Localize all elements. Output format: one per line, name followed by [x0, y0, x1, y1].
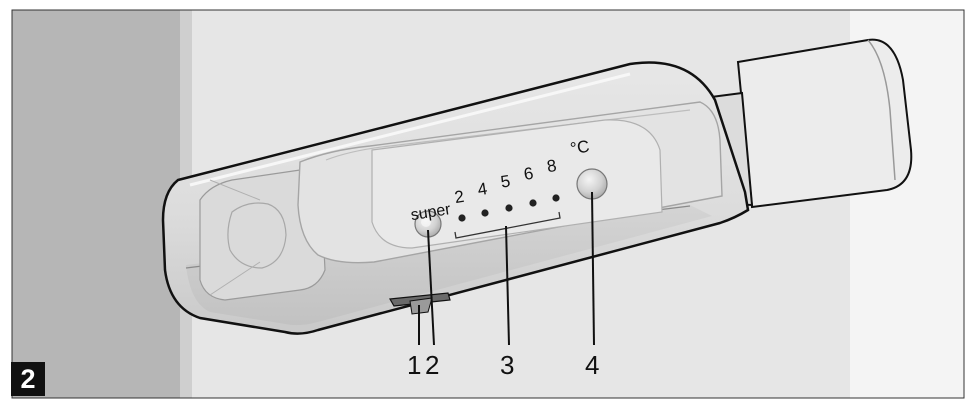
- indicator-bracket: [454, 211, 561, 239]
- leader-3: [505, 225, 510, 346]
- figure-number-badge: 2: [11, 362, 45, 396]
- callout-4: 4: [585, 350, 599, 380]
- led-2: [458, 214, 466, 222]
- leader-4: [591, 191, 595, 346]
- led-4: [481, 209, 489, 217]
- scale-label-4: 4: [476, 179, 488, 199]
- super-button-highlight: [421, 217, 431, 227]
- callout-2: 2: [425, 350, 439, 380]
- scale-label-6: 6: [522, 164, 534, 184]
- led-8: [552, 194, 560, 202]
- cabinet-side-panel: [12, 10, 180, 398]
- led-5: [505, 204, 513, 212]
- callout-3: 3: [500, 350, 514, 380]
- control-housing: [161, 61, 750, 335]
- led-6: [529, 199, 537, 207]
- scale-label-5: 5: [499, 171, 511, 191]
- leader-2: [427, 229, 435, 346]
- scale-label-2: 2: [453, 187, 465, 207]
- callout-1: 1: [407, 350, 421, 380]
- indicator-leds: [458, 194, 560, 222]
- temperature-button-label: °C: [569, 137, 591, 159]
- figure-border: [11, 9, 965, 399]
- scale-label-8: 8: [545, 156, 557, 176]
- super-button-label: super: [410, 201, 453, 224]
- callout-leaders: [418, 191, 595, 346]
